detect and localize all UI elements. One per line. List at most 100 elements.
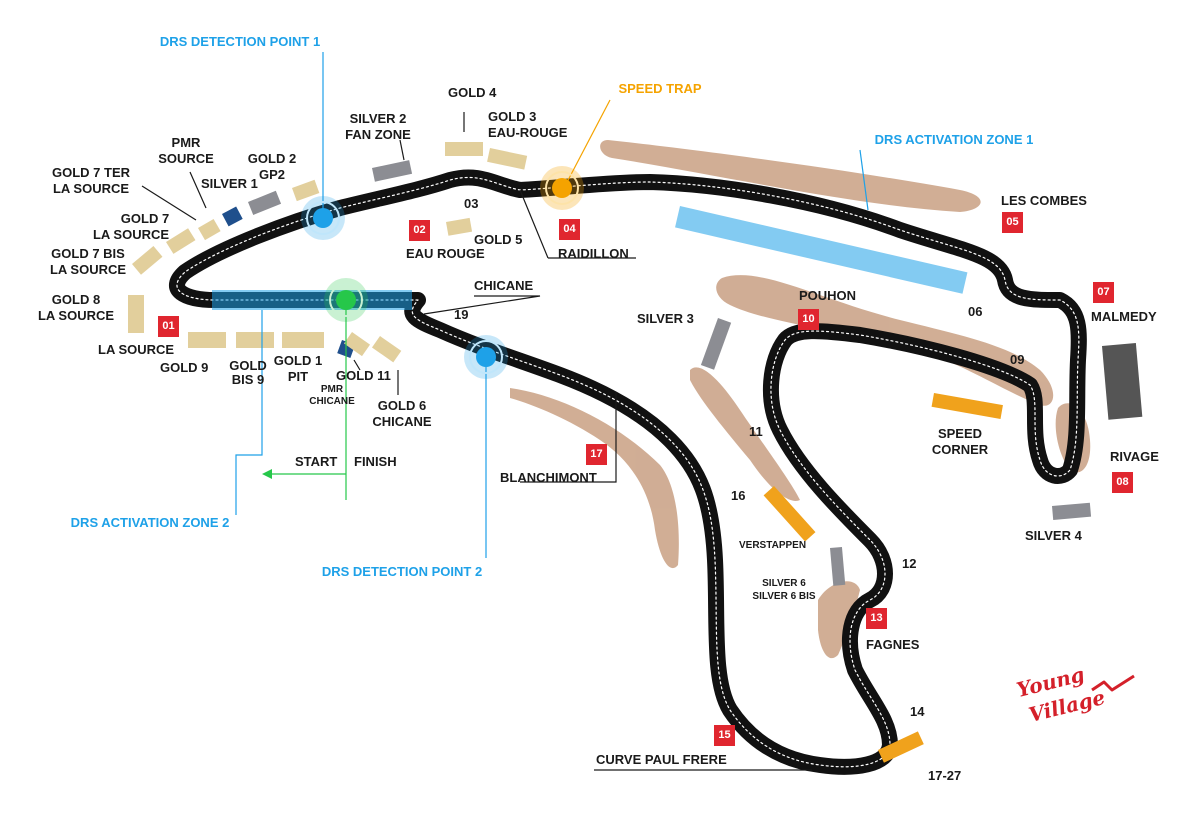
corner-number-14: 14 (910, 704, 925, 719)
stand-label-17-27: 17-27 (928, 768, 962, 783)
speed-trap-label: SPEED TRAP (618, 81, 702, 96)
corner-name-04: RAIDILLON (558, 246, 629, 261)
corner-number-03: 03 (464, 196, 479, 211)
stand-label-fan-zone: FAN ZONE (345, 127, 411, 142)
brand-check-icon (1091, 674, 1135, 692)
stand-label-pmr-source-2: SOURCE (158, 151, 214, 166)
stand-silver-1 (247, 190, 282, 215)
corner-badge-08: 08 (1112, 472, 1133, 493)
stand-gold-7-ter (198, 219, 221, 241)
stand-gold-bis-9 (236, 332, 274, 348)
corner-number-19: 19 (454, 307, 469, 322)
stand-gold-3 (487, 148, 528, 170)
stand-17-27 (878, 731, 924, 763)
corner-badge-13: 13 (866, 608, 887, 629)
speed-trap-ring (545, 171, 579, 205)
stand-label-gold-bis9-1: GOLD (229, 358, 267, 373)
stand-silver-3 (700, 318, 732, 370)
start-finish-ring (329, 283, 363, 317)
stand-label-pmr-chicane-2: CHICANE (309, 396, 355, 407)
leader-lines (141, 52, 869, 771)
stand-gold-9 (188, 332, 226, 348)
stand-label-gold-7-ter: GOLD 7 TER (51, 165, 131, 180)
stand-speed-corner (931, 393, 1003, 419)
corner-name-05: LES COMBES (1001, 193, 1087, 208)
corner-number-12: 12 (902, 556, 917, 571)
stand-gold-7-bis (132, 246, 163, 275)
drs-detection-2-dot (476, 347, 496, 367)
line-pmr-chicane (353, 359, 361, 371)
drs-detection-2-ring (469, 340, 503, 374)
stand-label-la-source-c: LA SOURCE (49, 262, 127, 277)
terrain-kemmel (600, 140, 981, 212)
stand-gold-1 (282, 332, 324, 348)
line-raidillon (519, 189, 549, 259)
stand-verstappen (763, 486, 816, 542)
stand-label-gold-1: GOLD 1 (273, 353, 323, 368)
stand-malmedy (1102, 343, 1143, 420)
drs-activation-zone-2 (212, 290, 412, 310)
stand-label-la-source-a: LA SOURCE (52, 181, 130, 196)
markers (301, 166, 584, 379)
stand-label-gold-7: GOLD 7 (120, 211, 170, 226)
stand-label-gold-7-bis: GOLD 7 BIS (51, 246, 125, 261)
start-arrow-head (262, 469, 272, 479)
corner-badge-02: 02 (409, 220, 430, 241)
stand-label-gold-3: GOLD 3 (488, 109, 537, 124)
stand-silver-4 (1052, 502, 1092, 520)
stand-label-gold-9: GOLD 9 (160, 360, 209, 375)
grandstands (128, 142, 1143, 763)
corner-badge-01: 01 (158, 316, 179, 337)
line-gold-7-ter (141, 185, 197, 221)
corner-badge-10: 10 (798, 309, 819, 330)
stand-silver-2 (372, 160, 413, 182)
corner-badge-17: 17 (586, 444, 607, 465)
line-speed-trap (564, 99, 611, 187)
stand-label-gold-5: GOLD 5 (474, 232, 523, 247)
corner-badge-07: 07 (1093, 282, 1114, 303)
corner-badge-15: 15 (714, 725, 735, 746)
drs-detection-1-dot (313, 208, 333, 228)
corner-badge-04: 04 (559, 219, 580, 240)
line-chicane (423, 295, 541, 315)
stand-gold-6 (371, 335, 402, 363)
terrain-blanchimont (510, 388, 679, 569)
corner-number-16: 16 (731, 488, 746, 503)
stand-gold-5 (446, 217, 473, 236)
line-silver-2 (399, 139, 405, 161)
drs-detection-1-label: DRS DETECTION POINT 1 (159, 34, 321, 49)
track (169, 169, 1087, 775)
chicane-label: CHICANE (474, 278, 534, 293)
stand-silver-6 (830, 546, 846, 586)
stand-label-silver-1: SILVER 1 (201, 176, 258, 191)
drs-detection-1-ring (306, 201, 340, 235)
speed-trap-dot (552, 178, 572, 198)
stand-label-la-source-d: LA SOURCE (37, 308, 115, 323)
stand-label-speed-corner-2: CORNER (931, 442, 989, 457)
corner-name-02: EAU ROUGE (406, 246, 485, 261)
stand-gold-11 (343, 332, 371, 357)
stand-gold-4 (445, 142, 483, 156)
line-pmr-source (189, 171, 207, 209)
stand-gold-7 (165, 228, 196, 254)
drs-activation-1-label: DRS ACTIVATION ZONE 1 (874, 132, 1034, 147)
stand-label-silver-4: SILVER 4 (1025, 528, 1082, 543)
corner-name-13: FAGNES (866, 637, 920, 652)
stand-label-la-source-b: LA SOURCE (92, 227, 170, 242)
stand-label-gold-11: GOLD 11 (336, 368, 391, 383)
finish-label: FINISH (354, 454, 397, 469)
drs-activation-2-label: DRS ACTIVATION ZONE 2 (70, 515, 230, 530)
stand-pmr-source (221, 206, 243, 227)
stand-label-chicane-stand: CHICANE (372, 414, 432, 429)
corner-number-09: 09 (1010, 352, 1025, 367)
corner-badge-05: 05 (1002, 212, 1023, 233)
terrain-silver3 (690, 367, 800, 501)
corner-name-15: CURVE PAUL FRERE (596, 752, 727, 767)
young-village-logo: Young Village (1014, 662, 1135, 728)
stand-label-silver-6-bis: SILVER 6 BIS (752, 591, 816, 602)
stand-label-gold-4: GOLD 4 (448, 85, 497, 100)
stand-label-gold-2: GOLD 2 (247, 151, 297, 166)
stand-label-verstappen: VERSTAPPEN (739, 540, 807, 551)
track-outline (169, 169, 1087, 775)
